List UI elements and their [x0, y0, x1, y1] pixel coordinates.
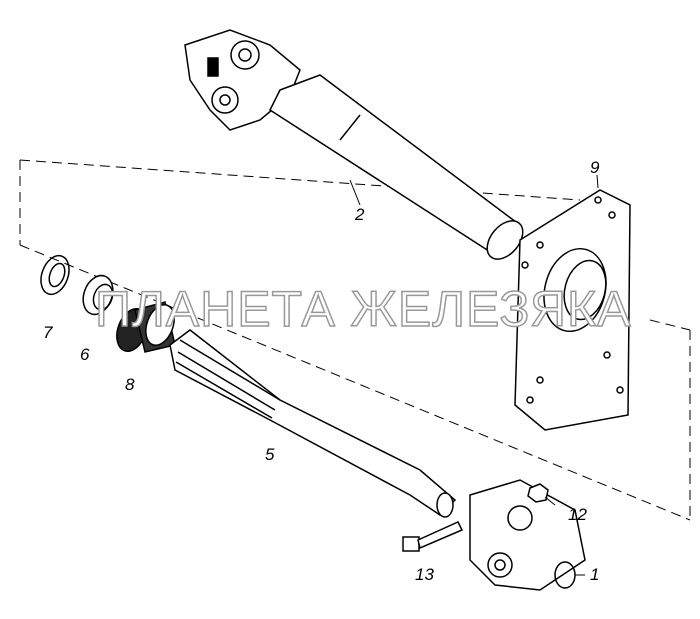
- part-13-bolt: [402, 521, 464, 552]
- label-part-5: 5: [265, 445, 275, 464]
- part-6-bearing: [82, 274, 114, 316]
- part-2-shaft-with-joint: [184, 29, 524, 260]
- watermark: ПЛАНЕТА ЖЕЛЕЗЯКА: [94, 280, 632, 338]
- part-1-universal-joint: [469, 479, 586, 591]
- label-part-2: 2: [355, 205, 365, 224]
- label-part-13: 13: [415, 565, 434, 584]
- leader-lines: [349, 174, 599, 576]
- part-12-nut: [527, 483, 549, 503]
- label-part-1: 1: [590, 565, 600, 584]
- dashed-assembly-outline: [19, 159, 691, 521]
- part-9-flange-plate: [514, 189, 631, 431]
- part-7-lock-washer: [40, 254, 70, 296]
- label-part-7: 7: [43, 323, 53, 342]
- label-part-8: 8: [125, 375, 135, 394]
- part-8-sleeve: [116, 301, 176, 353]
- label-part-9: 9: [590, 158, 600, 177]
- label-part-6: 6: [80, 345, 90, 364]
- part-5-splined-shaft: [169, 329, 457, 518]
- label-part-12: 12: [568, 505, 587, 524]
